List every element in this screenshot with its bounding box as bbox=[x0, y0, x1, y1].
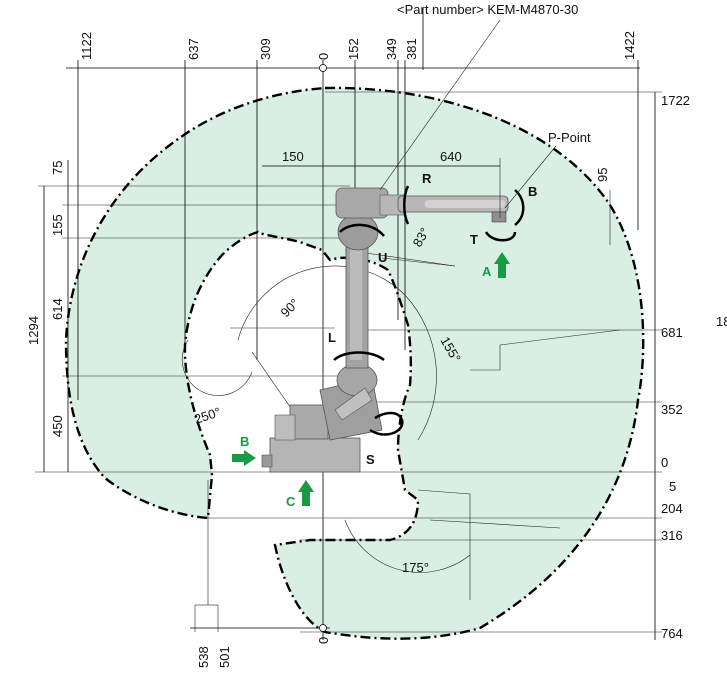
dim-top-637: 637 bbox=[186, 38, 201, 60]
dim-right-764: 764 bbox=[661, 626, 683, 641]
view-arrow-a: A bbox=[482, 252, 510, 279]
right-dimension-labels: 1722 681 352 0 5 204 316 764 bbox=[661, 93, 690, 641]
left-dimension-lines bbox=[38, 160, 350, 472]
dim-left-1294: 1294 bbox=[26, 316, 41, 345]
dim-left-450: 450 bbox=[50, 415, 65, 437]
dim-top-1122: 1122 bbox=[79, 32, 94, 60]
dim-top-1422: 1422 bbox=[622, 31, 637, 60]
dim-bottom-538: 538 bbox=[196, 646, 211, 668]
view-label-b: B bbox=[240, 434, 249, 449]
dim-left-614: 614 bbox=[50, 298, 65, 320]
arm-dimensions: 150 640 95 bbox=[262, 149, 611, 245]
axis-label-u: U bbox=[378, 250, 387, 265]
view-arrow-c: C bbox=[286, 480, 314, 509]
axis-label-s: S bbox=[366, 452, 375, 467]
dim-right-204: 204 bbox=[661, 501, 683, 516]
dim-top-381: 381 bbox=[404, 38, 419, 60]
dim-right-681: 681 bbox=[661, 325, 683, 340]
dim-top-0: 0 bbox=[316, 53, 331, 60]
dim-bottom-501: 501 bbox=[217, 646, 232, 668]
dim-top-152: 152 bbox=[346, 38, 361, 60]
angle-250: 250° bbox=[192, 404, 222, 427]
left-dimension-labels: 75 155 614 1294 450 bbox=[26, 161, 65, 437]
robot-flange bbox=[491, 211, 507, 223]
dim-left-155: 155 bbox=[50, 214, 65, 236]
angle-90: 90° bbox=[278, 296, 303, 321]
view-label-c: C bbox=[286, 494, 296, 509]
bottom-dimension-labels: 538 501 0 bbox=[196, 637, 331, 668]
dim-right-316: 316 bbox=[661, 528, 683, 543]
dim-top-309: 309 bbox=[258, 38, 273, 60]
dim-arm-95: 95 bbox=[595, 168, 610, 182]
dim-top-349: 349 bbox=[384, 38, 399, 60]
rotation-arrow-r bbox=[403, 185, 410, 225]
dim-right-1722: 1722 bbox=[661, 93, 690, 108]
angle-175: 175° bbox=[402, 560, 429, 575]
dim-right-5: 5 bbox=[669, 479, 676, 494]
edge-cut-text: 18 bbox=[716, 314, 727, 329]
dim-left-75: 75 bbox=[50, 161, 65, 175]
axis-label-t: T bbox=[470, 232, 478, 247]
rotation-arrow-l bbox=[333, 351, 385, 362]
rotation-arrow-u bbox=[339, 223, 385, 237]
dim-bottom-0: 0 bbox=[316, 637, 331, 644]
part-number-title: <Part number> KEM-M4870-30 bbox=[397, 2, 578, 17]
work-envelope bbox=[64, 86, 645, 640]
view-label-a: A bbox=[482, 264, 492, 279]
p-point-label: P-Point bbox=[548, 130, 591, 145]
top-dimension-labels: 1122 637 309 0 152 349 381 1422 bbox=[79, 31, 637, 60]
right-dimension-lines bbox=[35, 91, 662, 640]
top-dimension-lines bbox=[66, 8, 640, 640]
robot-base bbox=[269, 437, 361, 473]
axis-label-b: B bbox=[528, 184, 537, 199]
dim-right-0: 0 bbox=[661, 455, 668, 470]
dim-arm-640: 640 bbox=[440, 149, 462, 164]
axis-label-l: L bbox=[328, 330, 336, 345]
rotation-arrow-s bbox=[369, 411, 404, 436]
dim-right-352: 352 bbox=[661, 402, 683, 417]
bottom-dimension-lines bbox=[190, 480, 330, 632]
axis-label-r: R bbox=[422, 171, 432, 186]
robot-arm bbox=[261, 185, 525, 473]
rotation-arrow-t bbox=[484, 231, 517, 242]
dim-arm-150: 150 bbox=[282, 149, 304, 164]
view-arrow-b: B bbox=[232, 434, 256, 466]
